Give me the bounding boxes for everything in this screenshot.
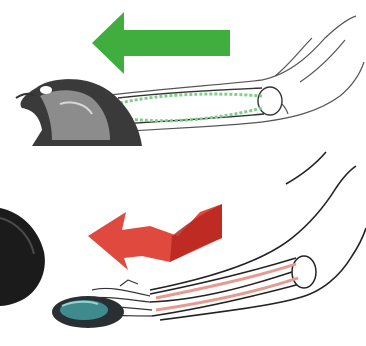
vertical-mouse-icon xyxy=(16,79,142,146)
bottom-panel xyxy=(0,152,366,328)
flat-mouse-icon xyxy=(52,296,124,328)
left-device-edge xyxy=(0,208,45,306)
top-panel xyxy=(16,12,364,146)
straight-arrow-left-icon xyxy=(92,12,230,74)
top-forearm-muscle xyxy=(120,94,262,121)
twisted-arrow-left-icon xyxy=(88,204,222,270)
